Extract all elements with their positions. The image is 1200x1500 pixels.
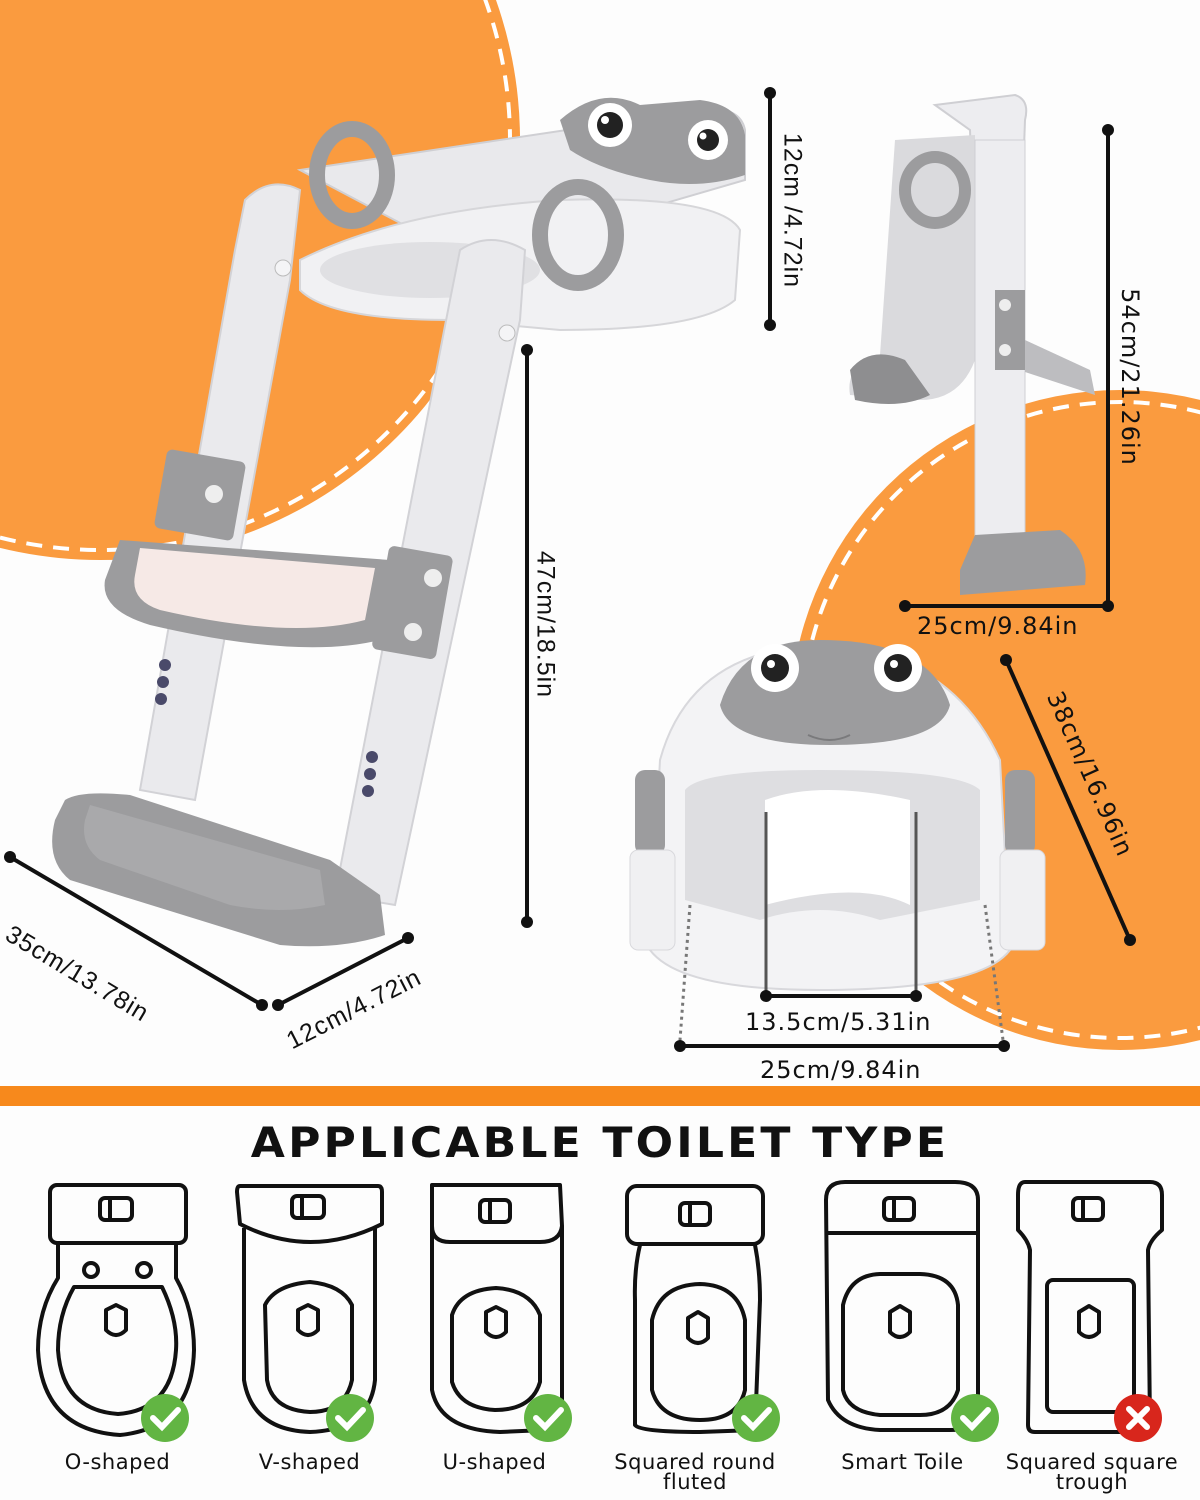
dim-seat-opening: 13.5cm/5.31in — [745, 1008, 932, 1036]
orange-divider — [0, 1086, 1200, 1106]
section-title: APPLICABLE TOILET TYPE — [250, 1118, 950, 1167]
ladder-potty-illustration — [52, 97, 746, 947]
toilet-v-shaped-icon — [235, 1184, 384, 1434]
toilet-u-shaped-icon — [430, 1183, 564, 1434]
side-view-illustration — [849, 93, 1114, 612]
check-icon-smart — [951, 1394, 999, 1442]
toilet-smart-icon — [824, 1180, 980, 1432]
toilet-label-squared-square-trough: Squared square trough — [1005, 1450, 1179, 1494]
toilet-label-v-shaped: V-shaped — [258, 1450, 361, 1474]
seat-view-illustration — [629, 640, 1136, 1052]
dim-side-depth: 25cm/9.84in — [917, 612, 1079, 640]
toilet-o-shaped-icon — [36, 1183, 196, 1437]
check-icon-o — [141, 1394, 189, 1442]
toilet-label-smart-toilet: Smart Toile — [841, 1450, 964, 1474]
dashed-ring-right — [800, 400, 1200, 1040]
check-icon-squared-round — [732, 1394, 780, 1442]
dim-seat-width: 25cm/9.84in — [760, 1056, 922, 1084]
cross-icon-squared-square — [1114, 1394, 1162, 1442]
toilet-squared-round-fluted-icon — [625, 1184, 765, 1434]
toilet-label-o-shaped: O-shaped — [64, 1450, 171, 1474]
check-icon-u — [524, 1394, 572, 1442]
check-icon-v — [326, 1394, 374, 1442]
ladder-dimension-lines — [4, 87, 776, 1011]
toilet-type-icons — [36, 1180, 1164, 1442]
toilet-label-squared-round-fluted: Squared round fluted — [614, 1450, 776, 1494]
toilet-label-u-shaped: U-shaped — [442, 1450, 547, 1474]
